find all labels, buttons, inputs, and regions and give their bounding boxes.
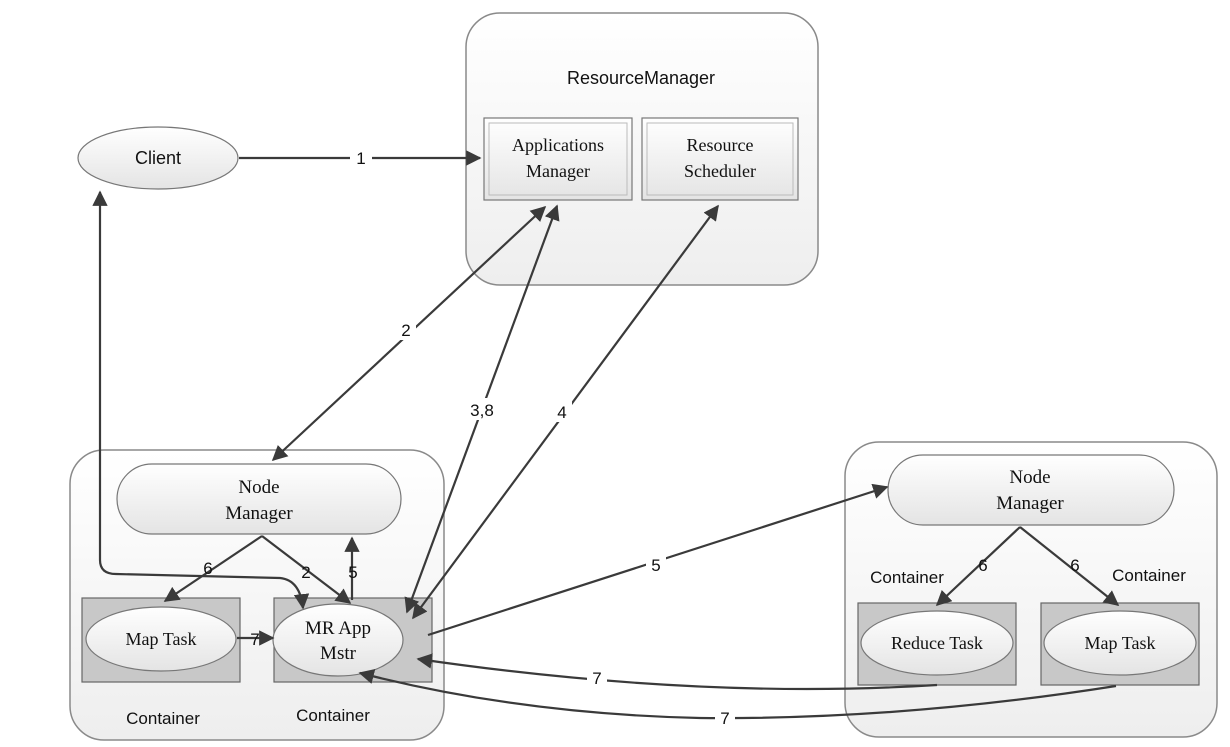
resource-manager-group: ResourceManager Applications Manager Res…: [465, 12, 819, 286]
edge-right-nm-to-map-task: [1019, 526, 1120, 606]
edge-label-7-reduce: 7: [592, 669, 601, 688]
edge-label-5-remote: 5: [651, 556, 660, 575]
reduce-task-label: Reduce Task: [891, 633, 983, 653]
client-node: Client: [77, 126, 239, 190]
resource-manager-title: ResourceManager: [567, 68, 715, 88]
edge-label-5-local: 5: [348, 563, 357, 582]
resource-scheduler-line1: Resource: [687, 135, 754, 155]
right-container-label-2: Container: [1112, 566, 1186, 585]
edge-reduce-task-to-mr-app-master: [416, 653, 938, 691]
left-map-task-label: Map Task: [126, 629, 197, 649]
left-container-label-1: Container: [126, 709, 200, 728]
client-label: Client: [135, 148, 181, 168]
edge-labels: 1 2 3,8 4 5 6 2 5 7 6 6 7 7: [203, 146, 1080, 729]
right-node-manager-line1: Node: [1009, 467, 1050, 488]
right-node-group: Node Manager Container Container Reduce …: [844, 441, 1218, 738]
edge-remote-map-task-to-mr-app-master: [358, 668, 1117, 720]
reduce-task-container: Reduce Task: [857, 602, 1017, 686]
applications-manager-line2: Manager: [526, 161, 590, 181]
applications-manager-box: Applications Manager: [483, 117, 633, 201]
right-node-manager: Node Manager: [887, 454, 1175, 526]
edge-right-nm-to-reduce-task: [935, 526, 1021, 607]
edge-label-7-remote-map: 7: [720, 709, 729, 728]
edge-label-6-reduce: 6: [978, 556, 987, 575]
right-container-label-1: Container: [870, 568, 944, 587]
edges: [92, 150, 1120, 720]
edge-node-manager-to-mr-app-master: [261, 535, 352, 604]
left-node-group: Node Manager Map Task MR App Mstr Contai…: [69, 449, 445, 741]
resource-scheduler-box: Resource Scheduler: [641, 117, 799, 201]
right-map-task-container: Map Task: [1040, 602, 1200, 686]
edge-client-mr-app-master: [92, 190, 310, 610]
edge-label-7-map: 7: [250, 630, 259, 649]
edge-label-6-left: 6: [203, 559, 212, 578]
mr-app-master-line2: Mstr: [320, 643, 357, 664]
edge-label-1: 1: [356, 149, 365, 168]
left-map-task-container: Map Task: [81, 597, 241, 683]
mr-app-master-line1: MR App: [305, 618, 371, 639]
edge-label-3-8: 3,8: [470, 401, 494, 420]
edge-label-4: 4: [557, 403, 566, 422]
left-node-manager-line1: Node: [238, 477, 279, 498]
edge-label-2-top: 2: [401, 321, 410, 340]
right-map-task-label: Map Task: [1085, 633, 1156, 653]
edge-node-manager-to-map-task: [163, 535, 263, 602]
resource-scheduler-line2: Scheduler: [684, 161, 756, 181]
left-node-manager: Node Manager: [116, 463, 402, 535]
edge-label-2-bottom: 2: [301, 563, 310, 582]
left-node-manager-line2: Manager: [225, 503, 293, 524]
applications-manager-line1: Applications: [512, 135, 604, 155]
left-container-label-2: Container: [296, 706, 370, 725]
edge-label-6-map: 6: [1070, 556, 1079, 575]
right-node-manager-line2: Manager: [996, 493, 1064, 514]
